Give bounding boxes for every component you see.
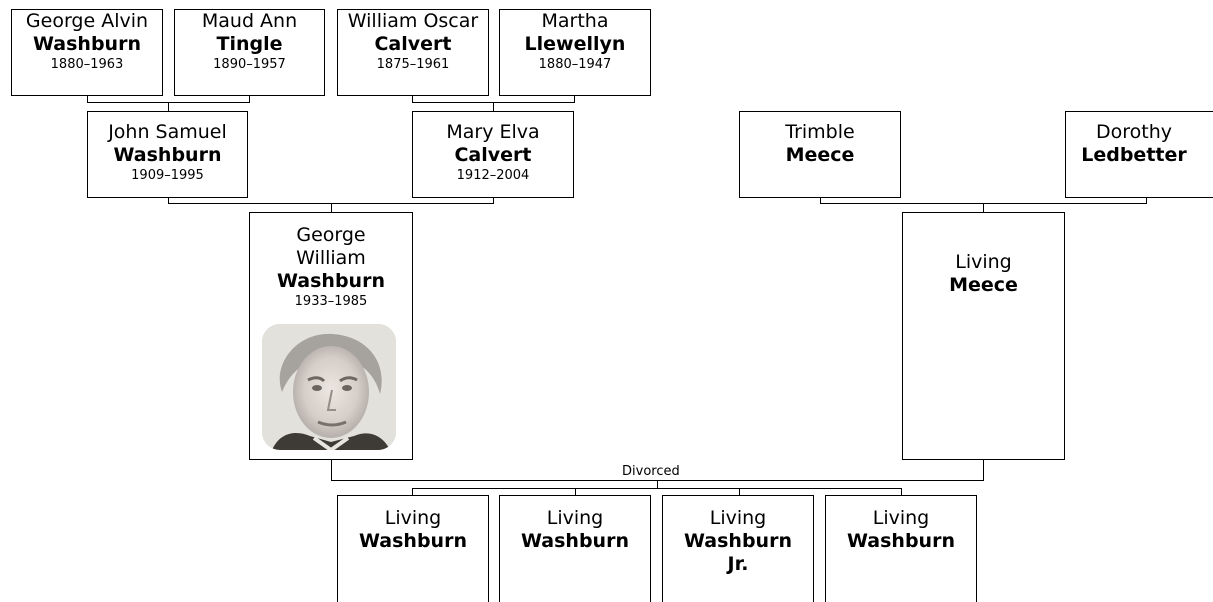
given-name: Living [955,251,1012,273]
connector [412,488,413,496]
connector [983,203,984,213]
given-name: Mary Elva [446,121,540,143]
given-name: Living [384,507,442,529]
person-card-child-4[interactable]: Living Washburn [825,495,977,602]
given-name: John Samuel [108,121,227,143]
person-card-trimble-meece[interactable]: Trimble Meece [739,111,901,198]
life-years: 1909–1995 [131,168,204,183]
given-name: Martha [541,10,609,32]
surname: Meece [785,144,855,166]
surname: Washburn [33,33,141,55]
person-card-child-1[interactable]: Living Washburn [337,495,489,602]
given-name: Living [872,507,930,529]
connector [575,488,576,496]
connector [901,488,902,496]
surname-line-2: Jr. [727,553,749,575]
surname: Meece [949,274,1018,296]
connector [412,96,413,103]
given-name: Trimble [785,121,855,143]
given-name: Living [546,507,604,529]
connector [493,197,494,204]
connector [168,197,169,204]
person-card-william-oscar-calvert[interactable]: William Oscar Calvert 1875–1961 [337,9,489,96]
life-years: 1880–1947 [538,57,612,72]
person-card-mary-elva-calvert[interactable]: Mary Elva Calvert 1912–2004 [412,111,574,198]
surname: Calvert [454,144,532,166]
connector [87,96,88,103]
surname: Calvert [374,33,452,55]
connector [331,203,332,213]
connector [820,197,821,204]
life-years: 1890–1957 [213,57,286,72]
given-name: Living [709,507,767,529]
given-name-line-2: William [296,247,366,269]
surname: Washburn [277,270,385,292]
person-card-john-samuel-washburn[interactable]: John Samuel Washburn 1909–1995 [87,111,248,198]
life-years: 1875–1961 [376,57,450,72]
person-card-george-alvin-washburn[interactable]: George Alvin Washburn 1880–1963 [11,9,163,96]
given-name-line-1: George [296,224,366,246]
given-name: Dorothy [1095,121,1172,143]
connector [168,102,169,111]
given-name: William Oscar [347,10,479,32]
surname: Tingle [216,33,283,55]
person-card-living-meece[interactable]: Living Meece [902,212,1065,460]
given-name: Maud Ann [201,10,298,32]
person-card-child-3[interactable]: Living Washburn Jr. [662,495,814,602]
surname: Llewellyn [524,33,626,55]
connector [493,102,494,111]
portrait-photo [262,324,396,450]
surname: Washburn [113,144,222,166]
person-card-george-william-washburn[interactable]: George William Washburn 1933–1985 [249,212,413,460]
connector [1146,197,1147,204]
connector [412,488,902,489]
connector [331,459,332,481]
life-years: 1880–1963 [50,57,124,72]
connector [983,459,984,481]
connector [657,480,658,488]
connector [739,488,740,496]
connector [574,96,575,103]
person-card-child-2[interactable]: Living Washburn [499,495,651,602]
person-card-maud-ann-tingle[interactable]: Maud Ann Tingle 1890–1957 [174,9,325,96]
given-name: George Alvin [25,10,149,32]
life-years: 1912–2004 [456,168,530,183]
connector [249,96,250,103]
surname-line-1: Washburn [684,530,792,552]
surname: Washburn [521,530,629,552]
life-years: 1933–1985 [294,294,368,309]
surname: Washburn [359,530,467,552]
surname: Washburn [847,530,955,552]
relationship-label: Divorced [621,464,681,479]
portrait-image [262,324,396,450]
surname: Ledbetter [1081,144,1187,166]
person-card-dorothy-ledbetter[interactable]: Dorothy Ledbetter [1065,111,1213,198]
person-card-martha-llewellyn[interactable]: Martha Llewellyn 1880–1947 [499,9,651,96]
